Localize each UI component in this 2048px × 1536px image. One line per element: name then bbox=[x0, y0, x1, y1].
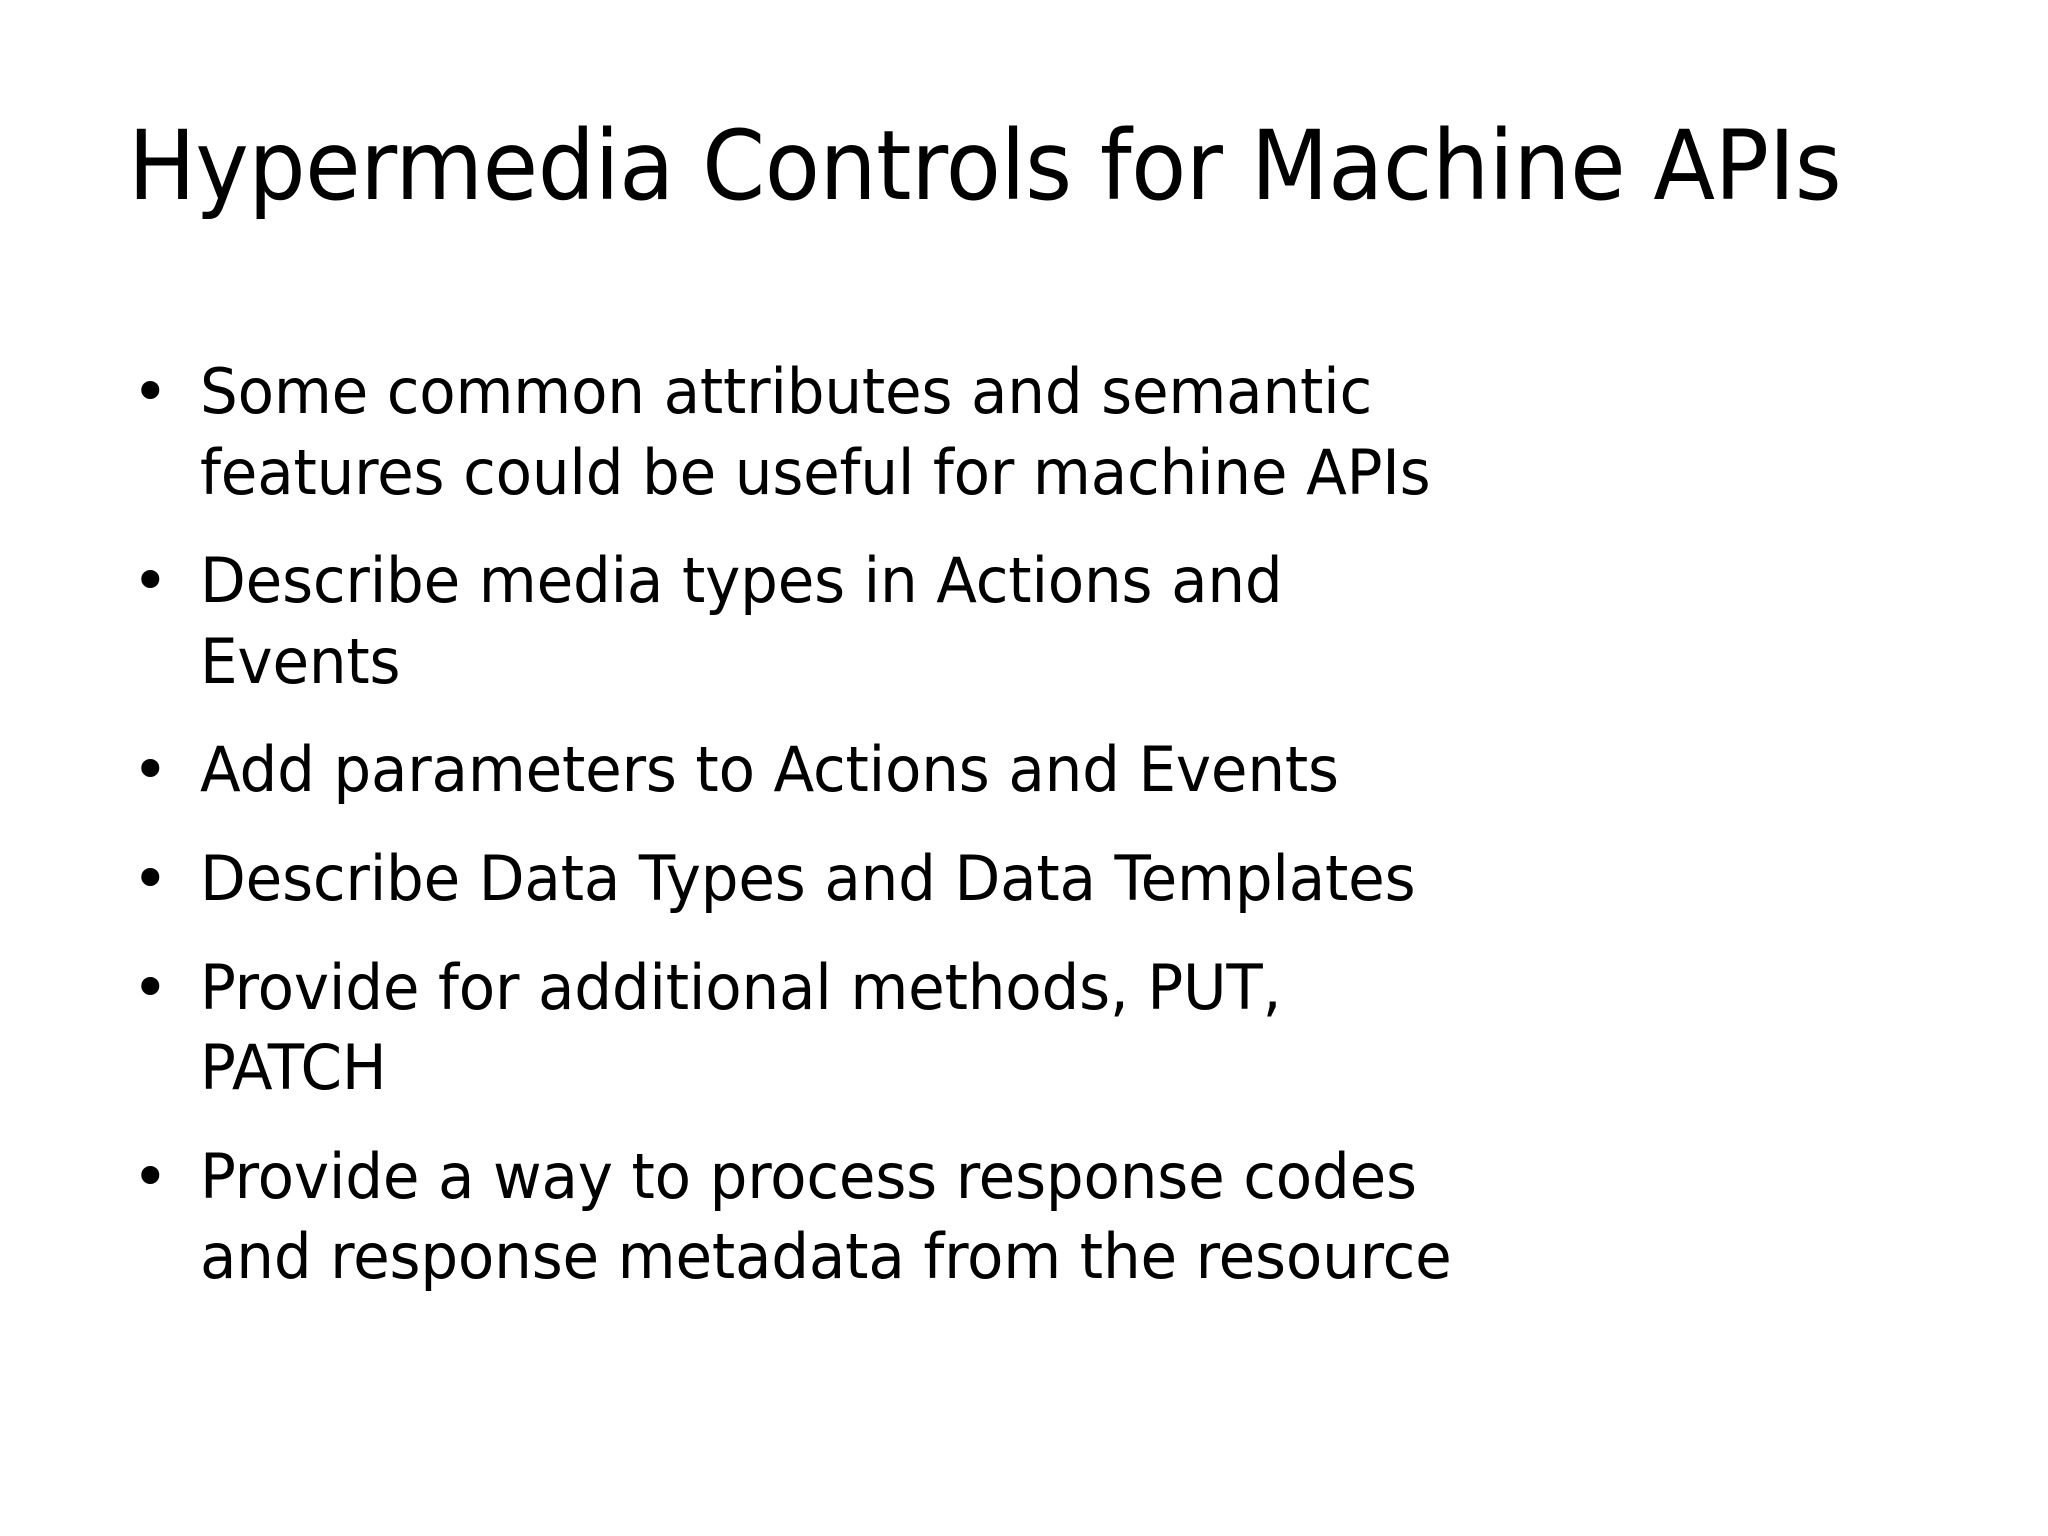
list-item[interactable]: • Provide for additional methods, PUT, P… bbox=[126, 948, 1946, 1109]
bullet-dot-icon: • bbox=[132, 355, 169, 428]
list-item-label: Provide a way to process response codes … bbox=[200, 1139, 1452, 1294]
list-item[interactable]: • Provide a way to process response code… bbox=[126, 1137, 1946, 1298]
bullet-dot-icon: • bbox=[132, 733, 169, 807]
list-item[interactable]: • Add parameters to Actions and Events bbox=[126, 730, 1946, 811]
slide-title-placeholder[interactable]: Hypermedia Controls for Machine APIs bbox=[128, 92, 1928, 242]
list-item-label: Provide for additional methods, PUT, PAT… bbox=[200, 950, 1282, 1105]
list-item[interactable]: • Describe Data Types and Data Templates bbox=[126, 839, 1946, 920]
bullet-dot-icon: • bbox=[132, 544, 169, 618]
list-item-label: Describe media types in Actions and Even… bbox=[200, 544, 1283, 698]
bullet-dot-icon: • bbox=[132, 841, 169, 915]
bullet-dot-icon: • bbox=[132, 1139, 169, 1213]
page-title: Hypermedia Controls for Machine APIs bbox=[128, 110, 1842, 223]
list-item[interactable]: • Some common attributes and semantic fe… bbox=[126, 352, 1946, 513]
list-item[interactable]: • Describe media types in Actions and Ev… bbox=[126, 541, 1946, 702]
slide-body-placeholder[interactable]: • Some common attributes and semantic fe… bbox=[126, 352, 1946, 1298]
list-item-label: Some common attributes and semantic feat… bbox=[200, 355, 1431, 509]
list-item-label: Describe Data Types and Data Templates bbox=[200, 841, 1416, 915]
bullet-dot-icon: • bbox=[132, 950, 169, 1024]
list-item-label: Add parameters to Actions and Events bbox=[200, 733, 1339, 807]
